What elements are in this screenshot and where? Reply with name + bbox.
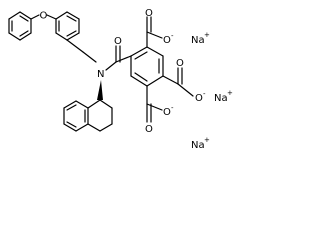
mid-carboxylate-co-single [177, 83, 194, 97]
svg-text:Na: Na [191, 35, 205, 46]
top-carboxylate-anion-o: O [163, 35, 171, 46]
sodium-ion-1: Na + [191, 31, 210, 46]
top-carboxylate-co-single [146, 31, 163, 39]
bottom-carboxylate-co-single [146, 103, 163, 111]
svg-text:+: + [204, 136, 210, 144]
phenoxy-ring [8, 11, 32, 41]
ether-bond-right [46, 14, 57, 20]
bottom-carboxylate-anion-o: O [163, 107, 171, 118]
amide-carbonyl-oxygen-label: O [114, 36, 122, 47]
mid-carboxylate-charge: - [203, 90, 206, 98]
carbonyl-ring-bond [115, 55, 132, 63]
benzyl-ch2-bond [66, 39, 84, 53]
sodium-ion-2: Na + [214, 89, 233, 104]
mid-carboxylate-anion-o: O [195, 93, 203, 104]
svg-text:Na: Na [214, 93, 228, 104]
svg-text:+: + [227, 89, 233, 97]
top-carboxylate-carbonyl-o: O [145, 8, 153, 19]
bottom-carboxylate-carbonyl-o: O [145, 124, 153, 135]
tetralin-aromatic-ring [63, 100, 89, 132]
svg-text:+: + [204, 31, 210, 39]
ether-oxygen-label: O [40, 11, 48, 22]
mid-carboxylate-bond [162, 75, 179, 85]
stereo-wedge-bond [97, 80, 103, 100]
ch2-n-bond [82, 51, 97, 63]
tetralin-saturated-ring [87, 99, 113, 132]
top-carboxylate-charge: - [171, 32, 174, 40]
n-carbonyl-bond [105, 61, 117, 71]
sodium-ion-3: Na + [191, 136, 210, 151]
chemical-structure: O N O O O - [8, 8, 233, 151]
benzyl-ring [55, 11, 80, 41]
amide-nitrogen-label: N [97, 69, 104, 80]
ether-bond-left [30, 14, 40, 20]
bottom-carboxylate-charge: - [171, 104, 174, 112]
mid-carboxylate-carbonyl-o: O [176, 58, 184, 69]
central-benzene-ring [130, 46, 164, 87]
svg-text:Na: Na [191, 140, 205, 151]
